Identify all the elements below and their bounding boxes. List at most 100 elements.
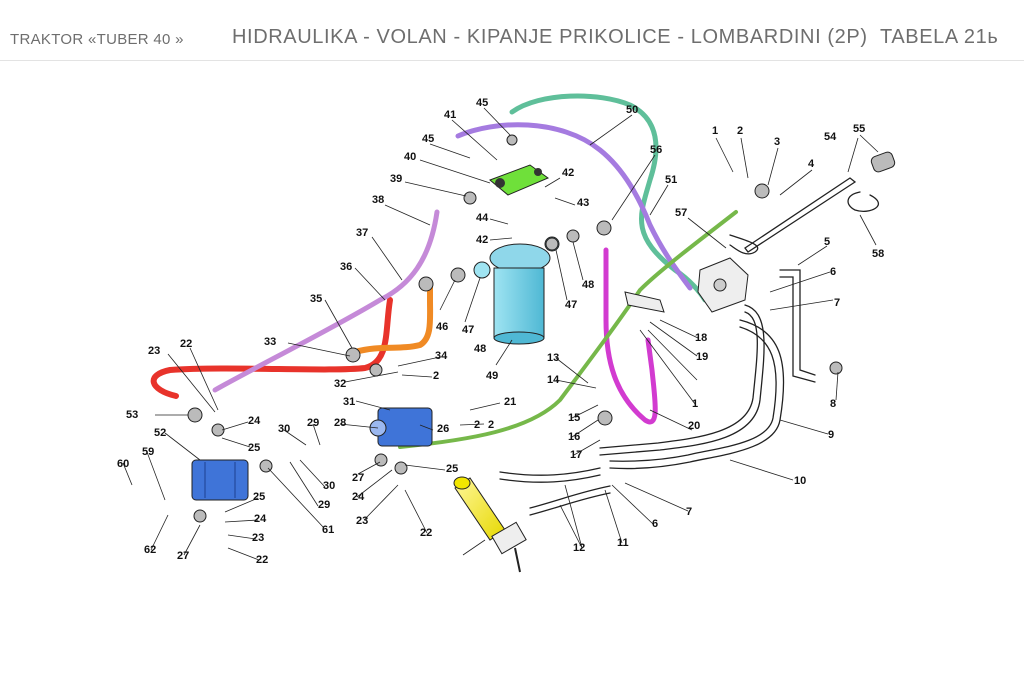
- filter-port: [473, 261, 491, 279]
- part-number-label: 40: [404, 151, 416, 163]
- fitting-37: [418, 276, 434, 292]
- steering-valve: [624, 257, 749, 313]
- part-number-label: 45: [422, 133, 434, 145]
- part-number-label: 22: [420, 527, 432, 539]
- part-number-label: 42: [476, 234, 488, 246]
- bracket-18: [624, 291, 665, 313]
- hose-12a: [499, 467, 601, 476]
- fitting-32: [369, 363, 383, 377]
- part-number-label: 43: [577, 197, 589, 209]
- tractor-model-label: TRAKTOR «TUBER 40 »: [10, 31, 184, 48]
- pump-31: [369, 407, 433, 447]
- part-number-label: 10: [794, 475, 806, 487]
- part-number-label: 22: [180, 338, 192, 350]
- cylinder-eye: [453, 476, 471, 490]
- part-number-label: 34: [435, 350, 448, 362]
- steering-port: [713, 278, 727, 292]
- part-number-label: 58: [872, 248, 884, 260]
- hose-35-orange: [352, 285, 434, 355]
- fitting-16: [597, 410, 613, 426]
- oil-filter-49: [473, 236, 560, 345]
- part-number-label: 24: [254, 513, 267, 525]
- part-number-label: 12: [573, 542, 585, 554]
- part-number-label: 55: [853, 123, 865, 135]
- part-number-label: 21: [504, 396, 516, 408]
- valve-40: [489, 164, 550, 196]
- part-number-label: 29: [307, 417, 319, 429]
- fitting-45: [506, 134, 518, 146]
- part-number-label: 24: [248, 415, 261, 427]
- fitting-53: [187, 407, 203, 423]
- part-number-label: 56: [650, 144, 662, 156]
- pipe-57-green: [398, 210, 738, 449]
- part-number-label: 3: [774, 136, 780, 148]
- fitting-55: [870, 151, 896, 173]
- steel-pipes: [499, 177, 879, 516]
- fitting-46: [450, 267, 466, 283]
- part-number-label: 16: [568, 431, 580, 443]
- part-number-label: 50: [626, 104, 638, 116]
- part-number-label: 2: [488, 419, 494, 431]
- wire-58: [847, 191, 879, 212]
- fitting-24: [211, 423, 225, 437]
- cylinder-rod: [514, 547, 521, 573]
- fitting-33: [345, 347, 361, 363]
- pipe-9: [609, 319, 785, 470]
- hose-20-magenta: [603, 247, 658, 425]
- valve-port: [534, 168, 542, 176]
- pipe-10-inner: [599, 311, 758, 449]
- part-number-label: 22: [256, 554, 268, 566]
- part-number-label: 36: [340, 261, 352, 273]
- pipe-54: [744, 177, 857, 253]
- part-number-label: 9: [828, 429, 834, 441]
- hose-51-purple: [455, 122, 693, 291]
- part-number-label: 14: [547, 374, 560, 386]
- part-number-label: 32: [334, 378, 346, 390]
- part-number-label: 8: [830, 398, 836, 410]
- hose-38-violet: [212, 209, 440, 393]
- part-number-label: 5: [824, 236, 830, 248]
- part-number-label: 47: [462, 324, 474, 336]
- filter-bottom: [493, 331, 545, 345]
- part-number-label: 6: [652, 518, 658, 530]
- fitting-47: [545, 237, 559, 251]
- pipe-5: [779, 269, 816, 376]
- fittings: [187, 134, 896, 523]
- part-number-label: 42: [562, 167, 574, 179]
- part-number-label: 18: [695, 332, 707, 344]
- part-number-label: 23: [252, 532, 264, 544]
- pipe-10: [599, 304, 765, 456]
- part-number-label: 61: [322, 524, 334, 536]
- part-number-label: 29: [318, 499, 330, 511]
- part-number-label: 27: [177, 550, 189, 562]
- part-number-label: 37: [356, 227, 368, 239]
- part-number-label: 45: [476, 97, 488, 109]
- part-number-label: 28: [334, 417, 346, 429]
- fitting-8: [829, 361, 843, 375]
- part-number-label: 35: [310, 293, 322, 305]
- part-number-label: 52: [154, 427, 166, 439]
- part-number-label: 24: [352, 491, 365, 503]
- part-number-label: 54: [824, 131, 837, 143]
- part-number-label: 11: [617, 537, 629, 549]
- part-number-label: 48: [474, 343, 486, 355]
- fitting-56: [596, 220, 612, 236]
- part-number-label: 30: [278, 423, 290, 435]
- part-number-label: 17: [570, 449, 582, 461]
- part-number-label: 25: [248, 442, 260, 454]
- part-number-label: 48: [582, 279, 594, 291]
- part-number-label: 39: [390, 173, 402, 185]
- part-number-label: 2: [737, 125, 743, 137]
- part-number-label: 6: [830, 266, 836, 278]
- page-header: TRAKTOR «TUBER 40 » HIDRAULIKA - VOLAN -…: [0, 0, 1024, 62]
- fitting-27: [193, 509, 207, 523]
- part-number-label: 41: [444, 109, 456, 121]
- part-number-label: 26: [437, 423, 449, 435]
- part-number-label: 7: [834, 297, 840, 309]
- part-number-label: 27: [352, 472, 364, 484]
- part-number-label: 47: [565, 299, 577, 311]
- part-number-label: 1: [692, 398, 698, 410]
- clamp-57: [729, 234, 759, 255]
